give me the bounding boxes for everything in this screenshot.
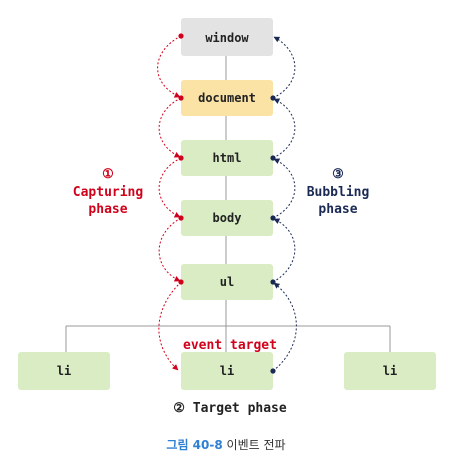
bubble-arrow-li-ul: [272, 282, 297, 372]
figure-title: 이벤트 전파: [226, 438, 286, 452]
node-label-document: document: [198, 91, 256, 105]
bubbling-arrows: [272, 36, 297, 372]
capture-arrow-body-ul: [158, 217, 182, 282]
event-target-label: event target: [183, 338, 277, 353]
capturing-title: Capturing: [73, 185, 143, 200]
figure-caption: 그림 40-8 이벤트 전파: [0, 436, 452, 453]
node-label-body: body: [213, 211, 242, 225]
node-window: window: [181, 18, 273, 56]
node-label-li-right: li: [383, 364, 397, 378]
capture-arrow-html-body: [158, 157, 182, 218]
bubbling-subtitle: phase: [318, 202, 357, 217]
bubbling-title: Bubbling: [307, 185, 370, 200]
capturing-number: ①: [102, 167, 114, 182]
node-label-ul: ul: [220, 275, 234, 289]
bubbling-phase-label: ③ Bubbling phase: [307, 167, 370, 217]
node-html: html: [181, 140, 273, 176]
figure-number: 그림 40-8: [166, 438, 223, 452]
capturing-subtitle: phase: [88, 202, 127, 217]
capturing-dots: [178, 33, 184, 285]
node-li-right: li: [344, 352, 436, 390]
capturing-phase-label: ① Capturing phase: [73, 167, 143, 217]
node-label-window: window: [205, 31, 249, 45]
tree-connectors: [65, 56, 391, 352]
bubble-arrow-body-html: [272, 158, 296, 219]
capture-arrow-document-html: [158, 97, 182, 158]
capture-arrow-window-document: [157, 35, 182, 98]
node-label-li-target: li: [220, 364, 234, 378]
bubble-arrow-document-window: [272, 36, 296, 99]
node-label-html: html: [213, 151, 242, 165]
node-li-target: li: [181, 352, 273, 390]
capturing-arrows: [157, 35, 182, 371]
node-body: body: [181, 200, 273, 236]
node-li-left: li: [18, 352, 110, 390]
bubbling-number: ③: [332, 167, 344, 182]
bubble-arrow-html-document: [272, 98, 296, 159]
bubble-arrow-ul-body: [272, 218, 296, 283]
node-label-li-left: li: [57, 364, 71, 378]
bubbling-dots: [270, 95, 276, 374]
target-phase-label: ② Target phase: [173, 401, 287, 416]
node-document: document: [181, 80, 273, 116]
node-ul: ul: [181, 264, 273, 300]
capture-arrow-ul-li: [158, 281, 182, 371]
